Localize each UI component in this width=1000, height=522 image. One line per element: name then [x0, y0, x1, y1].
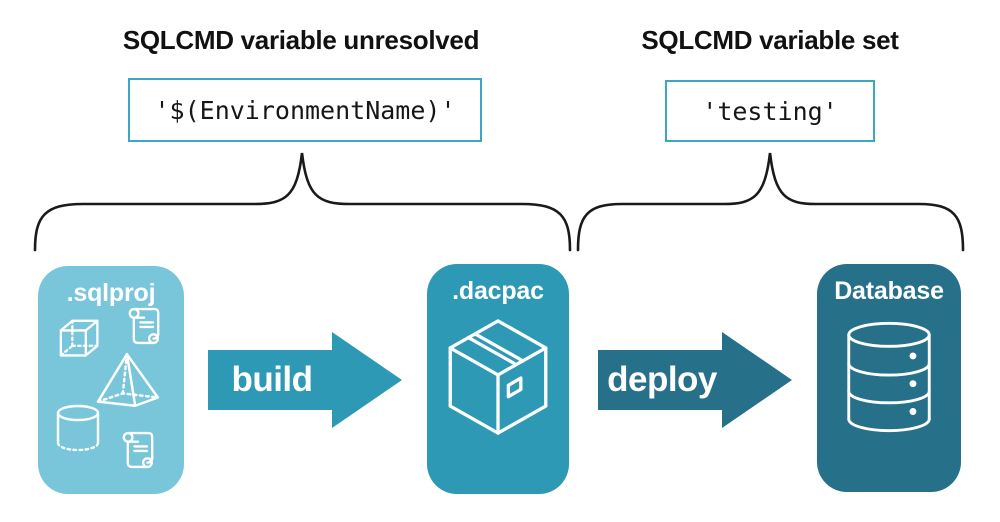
unresolved-variable-code-text: '$(EnvironmentName)' [154, 95, 456, 125]
database-cylinder-icon [847, 321, 931, 433]
stage-card-sqlproj: .sqlproj [38, 266, 184, 494]
stage-label-sqlproj: .sqlproj [66, 279, 156, 307]
pyramid-icon [96, 352, 160, 407]
left-annotation-heading: SQLCMD variable unresolved [122, 25, 480, 55]
stage-card-database: Database [817, 264, 961, 492]
scroll-icon [122, 431, 154, 469]
cylinder-icon [56, 404, 100, 452]
package-box-icon [448, 319, 548, 435]
deploy-arrow-label: deploy [607, 360, 717, 399]
deploy-arrow: deploy [598, 332, 792, 428]
right-annotation-heading: SQLCMD variable set [641, 25, 899, 55]
curly-brace-left-icon [33, 152, 572, 252]
scroll-icon [128, 307, 160, 345]
cube-icon [59, 319, 99, 357]
curly-brace-right-icon [576, 152, 965, 252]
stage-card-dacpac: .dacpac [427, 264, 569, 494]
set-variable-code-text: 'testing' [702, 96, 838, 126]
build-arrow: build [208, 332, 402, 428]
build-arrow-label: build [231, 360, 313, 399]
unresolved-variable-code-box: '$(EnvironmentName)' [128, 78, 482, 142]
set-variable-code-box: 'testing' [665, 80, 875, 142]
stage-label-dacpac: .dacpac [452, 277, 544, 305]
stage-label-database: Database [834, 277, 944, 305]
